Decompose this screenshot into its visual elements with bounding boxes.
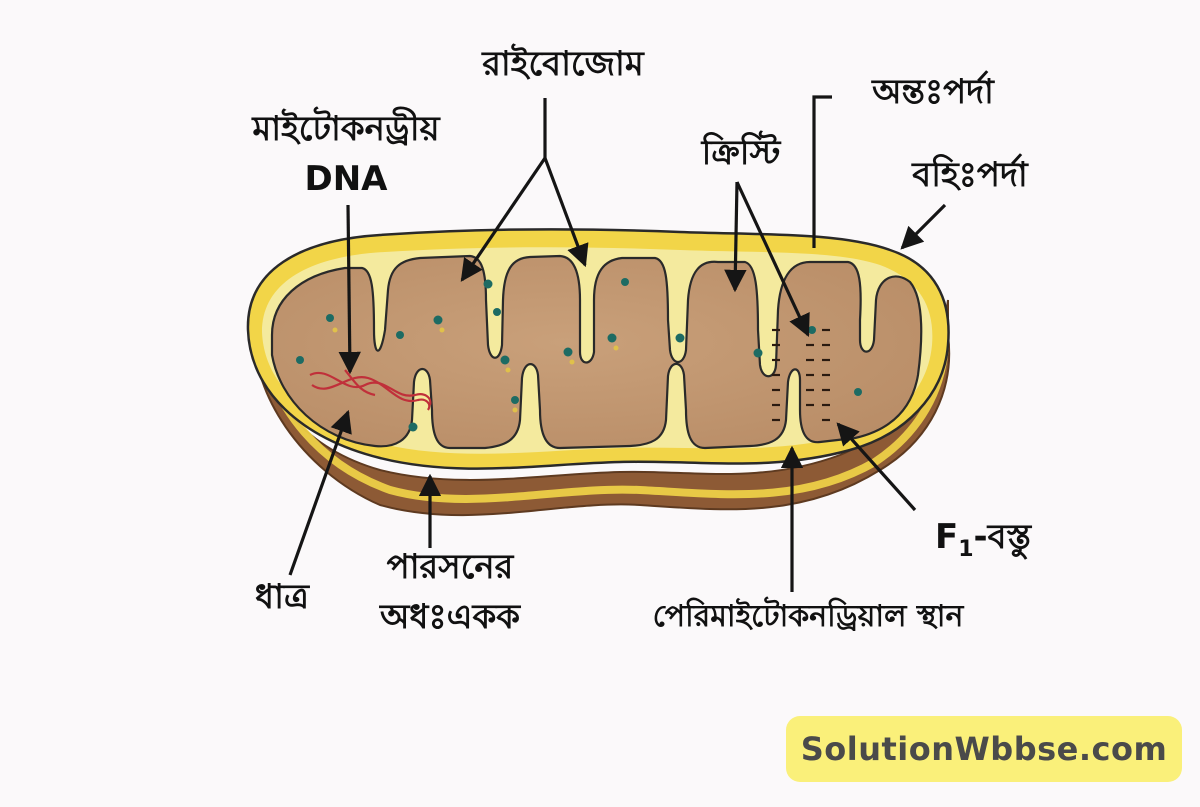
label-cristae: ক্রিস্টি (701, 130, 782, 173)
ribosomes (296, 278, 862, 432)
matrix-granules (332, 327, 619, 413)
inner-membrane-matrix (270, 254, 923, 450)
f1-particles (772, 328, 830, 422)
label-mito-dna-line1: মাইটোকনড্রীয় (251, 106, 441, 149)
label-matrix: ধাত্র (255, 577, 310, 617)
label-mito-dna-line2: DNA (305, 159, 389, 199)
watermark-badge: SolutionWbbse.com (786, 716, 1182, 782)
leader-lines (288, 95, 947, 592)
label-inner-membrane: অন্তঃপর্দা (871, 70, 995, 112)
label-f1-particle: F1-বস্তু (935, 517, 1033, 562)
label-parson-line2: অধঃএকক (379, 597, 521, 637)
label-perimito-space: পেরিমাইটোকনড্রিয়াল স্থান (653, 596, 965, 634)
label-outer-membrane: বহিঃপর্দা (911, 153, 1029, 195)
label-parson-line1: পারসনের (387, 547, 515, 587)
label-ribosome: রাইবোজোম (481, 43, 645, 84)
outer-membrane-lower-rim (258, 344, 949, 503)
